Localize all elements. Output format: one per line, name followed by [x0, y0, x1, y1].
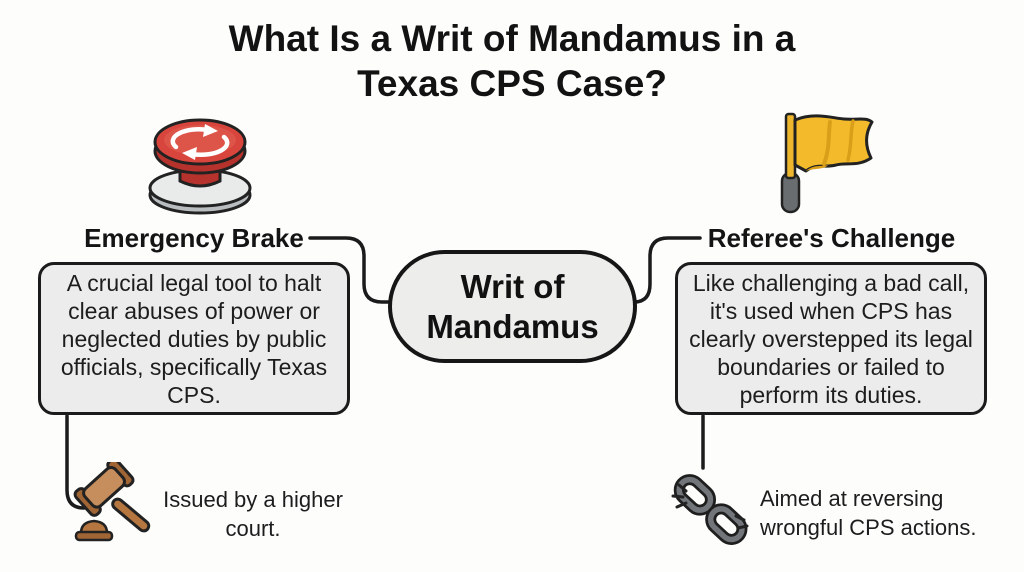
left-branch-heading: Emergency Brake	[84, 223, 304, 253]
broken-chain-icon	[671, 474, 749, 545]
title-line-1: What Is a Writ of Mandamus in a	[228, 18, 796, 59]
referee-flag-icon	[780, 112, 874, 214]
connector-right-heading-to-center	[629, 236, 702, 304]
right-description-box: Like challenging a bad call, it's used w…	[675, 262, 987, 415]
center-node-writ-of-mandamus: Writ of Mandamus	[388, 250, 637, 363]
footnote-line: Issued by a higher	[163, 487, 343, 512]
footnote-line: court.	[225, 516, 281, 541]
connector-left-heading-to-center	[308, 236, 396, 304]
description-line: boundaries or failed to	[717, 353, 945, 380]
description-line: Like challenging a bad call,	[692, 269, 970, 296]
center-node-line-1: Writ of	[460, 267, 565, 305]
refresh-arrows-glyph	[170, 126, 230, 158]
description-line: neglected duties by public	[61, 325, 327, 352]
description-line: A crucial legal tool to halt	[66, 269, 322, 296]
description-line: CPS.	[167, 381, 221, 408]
break-spark-lines	[671, 483, 749, 530]
gavel-icon	[73, 462, 151, 542]
title-line-2: Texas CPS Case?	[357, 63, 667, 104]
footnote-line: wrongful CPS actions.	[760, 515, 977, 540]
description-line: clear abuses of power or	[68, 297, 320, 324]
emergency-stop-button-icon	[148, 118, 252, 215]
connector-left-box-to-footnote	[65, 414, 86, 510]
main-title: What Is a Writ of Mandamus in a Texas CP…	[0, 16, 1024, 106]
left-description-box: A crucial legal tool to halt clear abuse…	[38, 262, 350, 415]
left-footnote: Issued by a higher court.	[158, 485, 348, 543]
center-node-line-2: Mandamus	[426, 307, 599, 345]
description-line: perform its duties.	[739, 381, 923, 408]
description-line: clearly overstepped its legal	[689, 325, 973, 352]
right-footnote: Aimed at reversing wrongful CPS actions.	[760, 484, 1005, 542]
right-branch-heading: Referee's Challenge	[707, 223, 956, 253]
description-line: it's used when CPS has	[709, 297, 953, 324]
description-line: officials, specifically Texas	[60, 353, 328, 380]
footnote-line: Aimed at reversing	[760, 486, 944, 511]
